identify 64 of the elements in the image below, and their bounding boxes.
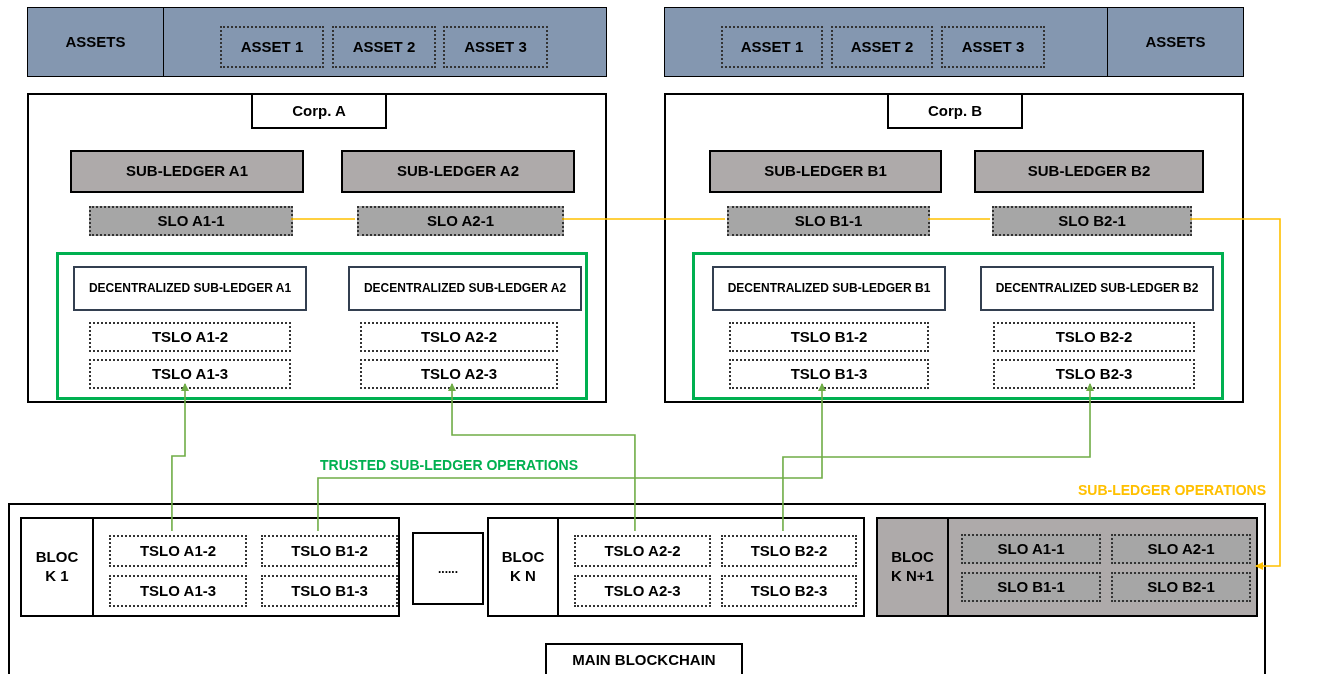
tslo-box: TSLO A2-2 <box>360 322 558 352</box>
corporation-panel <box>27 93 607 403</box>
slo-box: SLO B2-1 <box>992 206 1192 236</box>
sub-ledger-box: SUB-LEDGER A2 <box>341 150 575 193</box>
corporation-label: Corp. B <box>887 93 1023 129</box>
tslo-box: TSLO B2-2 <box>993 322 1195 352</box>
slo-box: SLO B2-1 <box>1111 572 1251 602</box>
operations-label: TRUSTED SUB-LEDGER OPERATIONS <box>320 456 578 475</box>
operations-label: SUB-LEDGER OPERATIONS <box>1078 481 1266 500</box>
tslo-box: TSLO B2-3 <box>993 359 1195 389</box>
tslo-box: TSLO A1-3 <box>89 359 291 389</box>
slo-box: SLO B1-1 <box>961 572 1101 602</box>
asset-box: ASSET 3 <box>443 26 548 68</box>
block-box <box>20 517 400 617</box>
block-label: BLOC K 1 <box>22 519 94 615</box>
assets-bar <box>664 7 1244 77</box>
tslo-box: TSLO B2-3 <box>721 575 857 607</box>
tslo-box: TSLO A1-2 <box>89 322 291 352</box>
slo-box: SLO B1-1 <box>727 206 930 236</box>
tslo-box: TSLO B1-2 <box>261 535 398 567</box>
connector-arrow <box>1189 218 1281 570</box>
slo-box: SLO A1-1 <box>89 206 293 236</box>
connector-arrow <box>782 383 1094 532</box>
main-blockchain-panel <box>8 503 1266 674</box>
tslo-box: TSLO A1-2 <box>109 535 247 567</box>
block-label: BLOC K N+1 <box>878 519 949 615</box>
connector-arrow <box>448 383 636 532</box>
asset-box: ASSET 3 <box>941 26 1045 68</box>
assets-bar <box>27 7 607 77</box>
corporation-label: Corp. A <box>251 93 387 129</box>
tslo-box: TSLO A2-3 <box>360 359 558 389</box>
asset-box: ASSET 2 <box>332 26 436 68</box>
asset-box: ASSET 2 <box>831 26 933 68</box>
tslo-box: TSLO A1-3 <box>109 575 247 607</box>
tslo-box: TSLO B1-3 <box>729 359 929 389</box>
decentralized-group-frame <box>56 252 588 400</box>
slo-box: SLO A2-1 <box>357 206 564 236</box>
decentralized-group-frame <box>692 252 1224 400</box>
tslo-box: TSLO B2-2 <box>721 535 857 567</box>
asset-box: ASSET 1 <box>721 26 823 68</box>
slo-box: SLO A1-1 <box>961 534 1101 564</box>
tslo-box: TSLO B1-3 <box>261 575 398 607</box>
assets-label: ASSETS <box>28 8 164 76</box>
decentralized-sub-ledger-box: DECENTRALIZED SUB-LEDGER B1 <box>712 266 946 311</box>
block-box <box>876 517 1258 617</box>
sub-ledger-box: SUB-LEDGER B2 <box>974 150 1204 193</box>
tslo-box: TSLO A2-3 <box>574 575 711 607</box>
decentralized-sub-ledger-box: DECENTRALIZED SUB-LEDGER A1 <box>73 266 307 311</box>
sub-ledger-box: SUB-LEDGER A1 <box>70 150 304 193</box>
tslo-box: TSLO B1-2 <box>729 322 929 352</box>
tslo-box: TSLO A2-2 <box>574 535 711 567</box>
main-blockchain-label: MAIN BLOCKCHAIN <box>545 643 743 674</box>
block-box <box>487 517 865 617</box>
decentralized-sub-ledger-box: DECENTRALIZED SUB-LEDGER A2 <box>348 266 582 311</box>
connector-arrow <box>317 383 826 532</box>
slo-box: SLO A2-1 <box>1111 534 1251 564</box>
connector-arrow <box>171 383 189 532</box>
assets-label: ASSETS <box>1107 8 1243 76</box>
corporation-panel <box>664 93 1244 403</box>
ellipsis-box: ...... <box>412 532 484 605</box>
sub-ledger-box: SUB-LEDGER B1 <box>709 150 942 193</box>
block-label: BLOC K N <box>489 519 559 615</box>
decentralized-sub-ledger-box: DECENTRALIZED SUB-LEDGER B2 <box>980 266 1214 311</box>
asset-box: ASSET 1 <box>220 26 324 68</box>
